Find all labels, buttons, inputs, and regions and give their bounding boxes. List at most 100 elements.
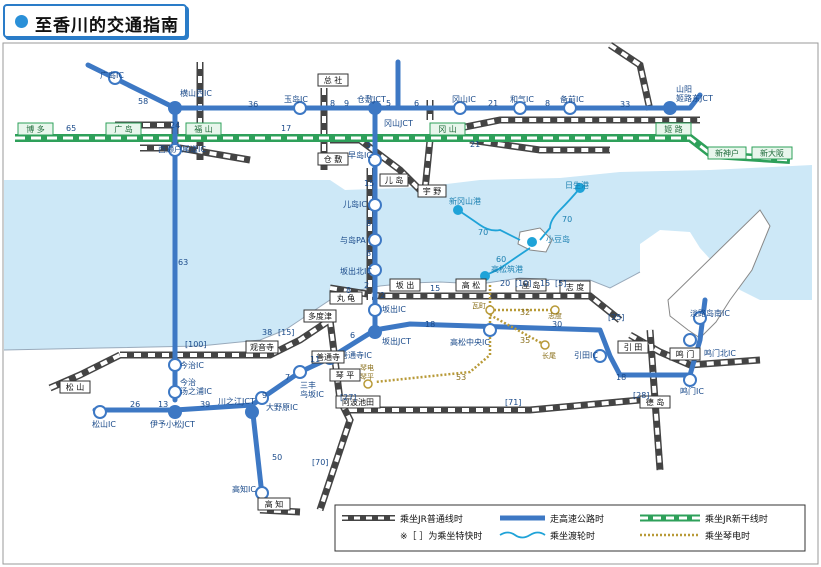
route-time-label: 65: [66, 124, 76, 133]
legend-kotoden: 乘坐琴电时: [705, 530, 750, 542]
place-label: 松山IC: [92, 419, 116, 429]
station-box: 引 田: [617, 340, 649, 354]
interchange-marker: [683, 333, 697, 347]
station-label: 博 多: [26, 124, 45, 134]
route-time-label: 13: [158, 400, 168, 409]
kotoden-station-marker: [550, 305, 560, 315]
station-box: 志 度: [559, 280, 591, 294]
route-time-label: 21: [488, 99, 498, 108]
place-label: 三丰鸟坂IC: [300, 380, 324, 399]
place-label: 玉岛IC: [284, 94, 308, 104]
route-time-label: [15]: [278, 328, 294, 337]
station-label: 松 山: [66, 382, 85, 392]
station-box: 冈 山: [429, 122, 466, 136]
station-box: 琴 平: [329, 368, 361, 382]
place-label: 坂出北IC: [340, 266, 372, 276]
station-label: 坂 出: [396, 280, 415, 290]
route-time-label: 6: [350, 331, 355, 340]
title-panel: 至香川的交通指南: [3, 4, 187, 38]
station-box: 鸣 门: [669, 347, 701, 361]
route-time-label: 70: [478, 228, 488, 237]
place-label: 冈山JCT: [384, 118, 413, 128]
route-time-label: 6: [414, 99, 419, 108]
route-time-label: [10]: [515, 279, 531, 288]
route-time-label: 18: [425, 320, 435, 329]
station-box: 广 岛: [105, 122, 142, 136]
route-time-label: 2: [364, 281, 369, 290]
place-label: 引田IC: [574, 351, 598, 360]
route-time-label: 2: [380, 291, 385, 300]
place-label: 川之江JCT: [218, 396, 255, 406]
junction-marker: [168, 101, 182, 115]
kotoden-station-marker: [363, 379, 373, 389]
interchange-marker: [368, 263, 382, 277]
route-time-label: 9: [262, 391, 267, 400]
station-label: 冈 山: [438, 124, 457, 134]
interchange-marker: [453, 101, 467, 115]
place-label: 小豆岛: [546, 234, 570, 244]
station-label: 广 岛: [114, 124, 133, 134]
route-time-label: 70: [562, 215, 572, 224]
station-label: 新神户: [715, 148, 739, 158]
station-label: 志 度: [566, 282, 585, 292]
interchange-marker: [593, 349, 607, 363]
station-box: 新大阪: [751, 146, 793, 160]
place-label: 鸣门IC: [680, 386, 704, 396]
station-box: 仓 敷: [317, 152, 349, 166]
place-label: 仓敷JCT: [357, 94, 386, 104]
station-box: 新神户: [707, 146, 747, 160]
junction-marker: [168, 405, 182, 419]
place-label: 新冈山港: [449, 196, 481, 206]
legend-jr-note: ※［ ］为乘坐特快时: [400, 530, 482, 542]
station-label: 儿 岛: [385, 175, 404, 185]
route-time-label: 38: [262, 328, 272, 337]
place-label: 高松筑港: [491, 264, 523, 274]
station-label: 新大阪: [760, 148, 784, 158]
legend-shinkansen: 乘坐JR新干线时: [705, 513, 768, 525]
interchange-marker: [255, 391, 269, 405]
interchange-marker: [483, 323, 497, 337]
interchange-marker: [683, 373, 697, 387]
route-time-label: 24: [170, 121, 180, 130]
station-label: 姬 路: [664, 124, 683, 134]
station-box: 高 知: [257, 497, 291, 511]
route-time-label: 18: [616, 373, 626, 382]
port-marker: [575, 183, 585, 193]
route-time-label: 58: [138, 97, 148, 106]
interchange-marker: [168, 143, 182, 157]
port-marker: [453, 205, 463, 215]
station-box: 儿 岛: [379, 173, 409, 187]
route-time-label: [100]: [185, 340, 207, 349]
route-time-label: [27]: [340, 393, 356, 402]
legend-highway: 走高速公路时: [550, 513, 604, 525]
port-marker: [527, 237, 537, 247]
route-time-label: 8: [366, 249, 371, 258]
station-label: 高 松: [462, 280, 481, 290]
route-time-label: [71]: [505, 398, 521, 407]
station-box: 屋 岛: [515, 278, 547, 292]
route-time-label: 63: [178, 258, 188, 267]
place-label: 志度: [548, 311, 562, 320]
place-label: 广岛IC: [100, 70, 124, 80]
shinkansen-line: [15, 134, 791, 164]
station-label: 福 山: [194, 124, 213, 134]
route-time-label: 60: [496, 255, 506, 264]
place-label: 大野原IC: [266, 402, 298, 412]
place-label: 高知IC: [232, 484, 256, 494]
station-label: 阿波池田: [342, 397, 374, 407]
place-label: 琴电琴平: [360, 363, 374, 381]
route-time-label: 3: [366, 141, 371, 150]
legend: 乘坐JR普通线时 ※［ ］为乘坐特快时 走高速公路时 乘坐渡轮时 乘坐JR新干线…: [334, 504, 806, 552]
station-box: 丸 龟: [329, 291, 363, 305]
route-time-label: 20: [500, 279, 510, 288]
route-time-label: 33: [620, 100, 630, 109]
route-time-label: 53: [456, 373, 466, 382]
route-time-label: 15: [364, 179, 374, 188]
route-time-label: 35: [520, 336, 530, 345]
legend-ferry: 乘坐渡轮时: [550, 530, 595, 542]
station-label: 多度津: [308, 311, 332, 321]
station-box: 高 松: [455, 278, 487, 292]
